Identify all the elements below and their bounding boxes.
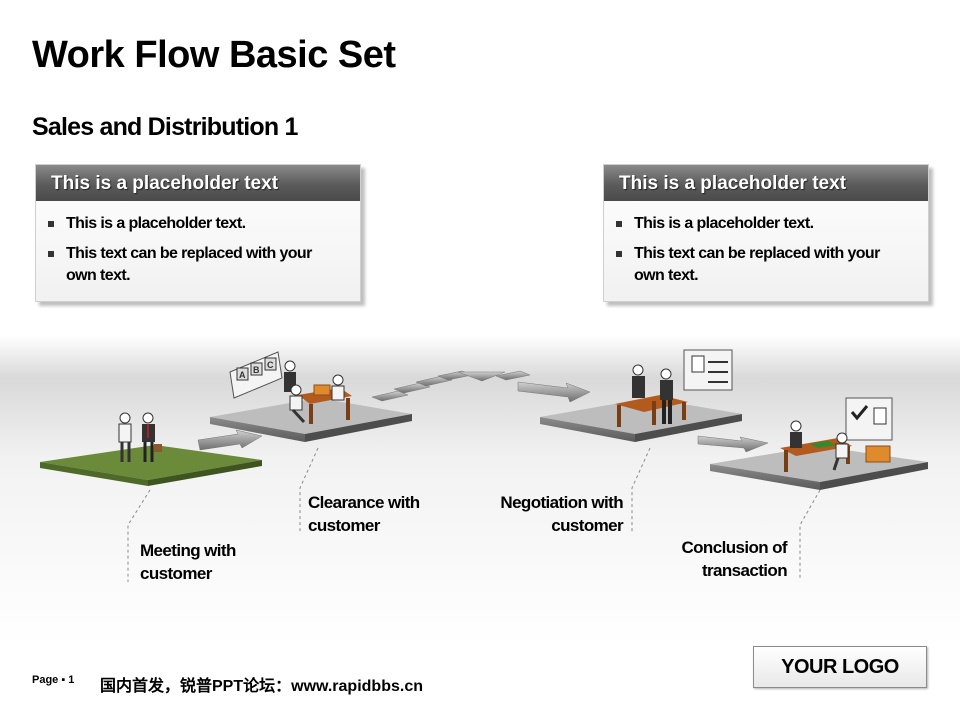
info-box-right: This is a placeholder text This is a pla… (603, 164, 929, 302)
step-label-conclusion: Conclusion of transaction (681, 538, 787, 580)
footer-text: 国内首发，锐普PPT论坛：www.rapidbbs.cn (100, 678, 423, 695)
bullet-list: This is a placeholder text. This text ca… (36, 213, 360, 287)
conclusion-scene-icon (780, 397, 893, 472)
meeting-people-icon (118, 412, 162, 462)
bullet-item: This text can be replaced with your own … (48, 243, 360, 287)
step-label-negotiation: Negotiation with customer (500, 493, 623, 535)
logo-placeholder: YOUR LOGO (753, 646, 927, 688)
board-letter: A (239, 370, 246, 380)
background-band (0, 335, 960, 645)
platform-conclusion (710, 446, 928, 490)
clearance-scene-icon: A B C (229, 351, 352, 424)
bullet-item: This is a placeholder text. (616, 213, 928, 235)
platform-meeting (40, 445, 262, 486)
arrow-1 (197, 429, 263, 451)
step-label-clearance: Clearance with customer (308, 493, 420, 535)
platform-top (540, 398, 742, 434)
platform-negotiation (540, 398, 742, 442)
bullet-item: This text can be replaced with your own … (616, 243, 928, 287)
negotiation-scene-icon (615, 349, 733, 427)
page-title: Work Flow Basic Set (32, 34, 396, 76)
info-box-header: This is a placeholder text (36, 165, 360, 201)
board-letter: C (267, 360, 274, 370)
info-box-header: This is a placeholder text (604, 165, 928, 201)
board-letter: B (253, 365, 260, 375)
page-number: Page ▪ 1 (32, 674, 75, 686)
page-subtitle: Sales and Distribution 1 (32, 113, 298, 141)
arrow-3 (697, 435, 769, 453)
step-label-meeting: Meeting with customer (140, 541, 236, 583)
bullet-item: This is a placeholder text. (48, 213, 360, 235)
info-box-left: This is a placeholder text This is a pla… (35, 164, 361, 302)
bullet-list: This is a placeholder text. This text ca… (604, 213, 928, 287)
arrow-dashed-path (371, 370, 591, 403)
connector-lines (127, 447, 821, 582)
